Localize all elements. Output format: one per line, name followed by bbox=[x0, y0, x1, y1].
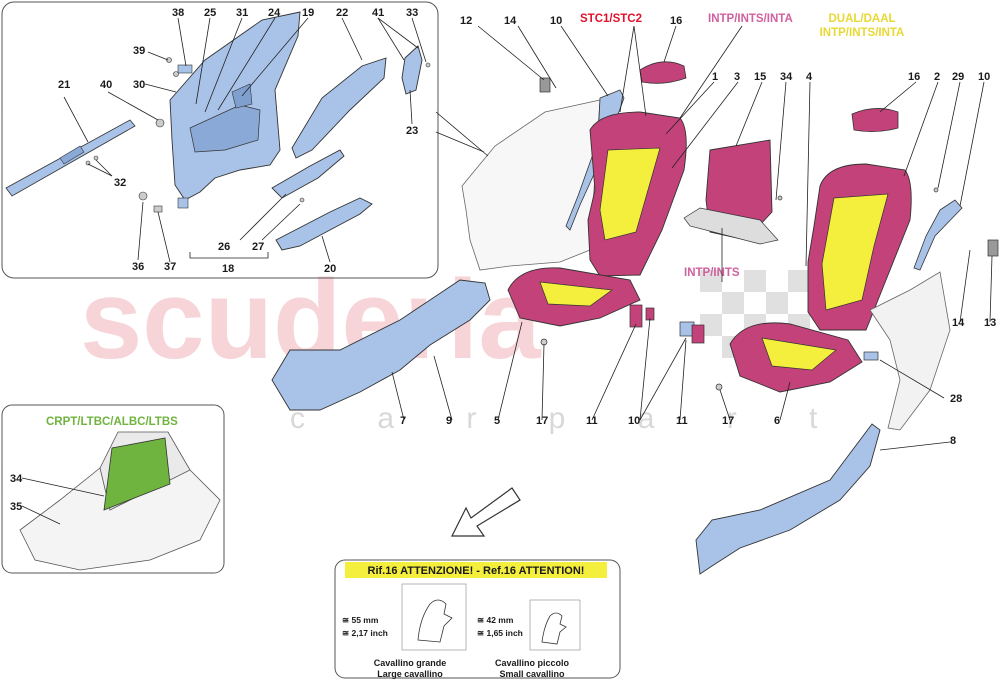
small-size-inch: ≅ 1,65 inch bbox=[477, 628, 523, 638]
callout-15: 15 bbox=[754, 71, 766, 83]
watermark-sub: c a r p a r t s bbox=[290, 402, 937, 435]
detail-box-rear-trim bbox=[1, 1, 439, 279]
inset-box-rear-panel bbox=[1, 404, 225, 574]
bracket-18 bbox=[189, 252, 269, 259]
large-badge-frame bbox=[401, 583, 467, 651]
code-crpt: CRPT/LTBC/ALBC/LTBS bbox=[46, 416, 178, 428]
callout-34-top: 34 bbox=[780, 71, 793, 83]
part-seat-frame-right bbox=[869, 271, 951, 431]
callout-7: 7 bbox=[400, 415, 406, 427]
callout-12: 12 bbox=[460, 15, 472, 27]
part-23-small-trim bbox=[401, 45, 423, 95]
callout-35: 35 bbox=[10, 501, 22, 513]
callout-11-left: 11 bbox=[586, 415, 598, 427]
small-size-mm: ≅ 42 mm bbox=[477, 615, 514, 625]
part-8-sill-trim bbox=[695, 423, 881, 575]
part-seat-back-right bbox=[807, 163, 912, 331]
callout-17-right: 17 bbox=[722, 415, 734, 427]
callout-26: 26 bbox=[218, 241, 230, 253]
part-headrest-left bbox=[639, 61, 687, 84]
callout-14-top: 14 bbox=[504, 15, 517, 27]
code-stc: STC1/STC2 bbox=[580, 13, 642, 25]
callout-31: 31 bbox=[236, 7, 248, 19]
callout-14-right: 14 bbox=[952, 317, 965, 329]
code-intp-inta-left: INTP/INTS/INTA bbox=[708, 13, 793, 25]
code-dual-line2: INTP/INTS/INTA bbox=[820, 27, 905, 39]
small-parts-middle bbox=[539, 77, 999, 391]
small-badge-frame bbox=[529, 599, 581, 651]
callout-29: 29 bbox=[952, 71, 964, 83]
callout-16-right: 16 bbox=[908, 71, 920, 83]
callout-25: 25 bbox=[204, 7, 216, 19]
part-seat-back-left bbox=[587, 111, 687, 277]
leader-lines bbox=[21, 17, 993, 525]
part-22-trim-strip bbox=[291, 57, 387, 159]
callout-9: 9 bbox=[446, 415, 452, 427]
callout-27: 27 bbox=[252, 241, 264, 253]
part-seat-belt-right bbox=[913, 199, 963, 271]
small-label-it: Cavallino piccolo bbox=[495, 658, 570, 668]
cavallino-large-icon bbox=[417, 599, 453, 643]
part-rear-side-trim bbox=[169, 11, 301, 209]
callout-5: 5 bbox=[494, 415, 500, 427]
large-size-inch: ≅ 2,17 inch bbox=[342, 628, 388, 638]
callout-19: 19 bbox=[302, 7, 314, 19]
callout-38: 38 bbox=[172, 7, 184, 19]
cavallino-small-icon bbox=[541, 612, 567, 645]
small-label-en: Small cavallino bbox=[499, 669, 565, 679]
callout-37: 37 bbox=[164, 261, 176, 273]
callout-16-left: 16 bbox=[670, 15, 682, 27]
callout-1: 1 bbox=[712, 71, 718, 83]
large-size-mm: ≅ 55 mm bbox=[342, 615, 379, 625]
callout-3: 3 bbox=[734, 71, 740, 83]
callout-21: 21 bbox=[58, 79, 70, 91]
callout-23: 23 bbox=[406, 125, 418, 137]
callout-28: 28 bbox=[950, 393, 962, 405]
callout-18: 18 bbox=[222, 263, 234, 275]
part-rear-seat-frame bbox=[461, 99, 601, 271]
callout-30: 30 bbox=[133, 79, 145, 91]
part-headrest-right bbox=[851, 108, 899, 132]
code-dual-line1: DUAL/DAAL bbox=[828, 13, 895, 25]
callout-13: 13 bbox=[984, 317, 996, 329]
callout-10-right: 10 bbox=[978, 71, 990, 83]
callout-36: 36 bbox=[132, 261, 144, 273]
callout-4: 4 bbox=[806, 71, 813, 83]
callout-10-top: 10 bbox=[550, 15, 562, 27]
part-rail bbox=[5, 119, 136, 197]
part-rear-bench bbox=[683, 139, 779, 245]
callout-33: 33 bbox=[406, 7, 418, 19]
direction-arrow bbox=[451, 487, 521, 537]
callout-22: 22 bbox=[336, 7, 348, 19]
attention-box: Rif.16 ATTENZIONE! - Ref.16 ATTENTION! ≅… bbox=[334, 559, 621, 679]
part-rear-bulkhead bbox=[19, 431, 221, 571]
callout-40: 40 bbox=[100, 79, 112, 91]
callout-numbers: 38 25 31 24 19 22 41 33 39 30 21 40 23 3… bbox=[10, 7, 996, 513]
part-seat-cushion-right bbox=[729, 322, 863, 393]
callout-11-right: 11 bbox=[676, 415, 688, 427]
callout-24: 24 bbox=[268, 7, 281, 19]
callout-39: 39 bbox=[133, 45, 145, 57]
callout-41: 41 bbox=[372, 7, 384, 19]
callout-8: 8 bbox=[950, 435, 956, 447]
part-26-grille bbox=[271, 149, 345, 199]
attention-title: Rif.16 ATTENZIONE! - Ref.16 ATTENTION! bbox=[368, 565, 585, 577]
callout-32: 32 bbox=[114, 177, 126, 189]
attention-title-bar bbox=[345, 562, 607, 578]
code-intp-ints: INTP/INTS bbox=[684, 267, 740, 279]
callout-2: 2 bbox=[934, 71, 940, 83]
callout-17-left: 17 bbox=[536, 415, 548, 427]
part-seat-cushion-left bbox=[507, 267, 641, 327]
callout-34-inset: 34 bbox=[10, 473, 23, 485]
part-7-sill-trim bbox=[271, 279, 491, 411]
callout-10-bottom: 10 bbox=[628, 415, 640, 427]
large-label-en: Large cavallino bbox=[377, 669, 443, 679]
part-20-cover bbox=[275, 197, 373, 251]
callout-6: 6 bbox=[774, 415, 780, 427]
callout-20: 20 bbox=[324, 263, 336, 275]
large-label-it: Cavallino grande bbox=[374, 658, 447, 668]
